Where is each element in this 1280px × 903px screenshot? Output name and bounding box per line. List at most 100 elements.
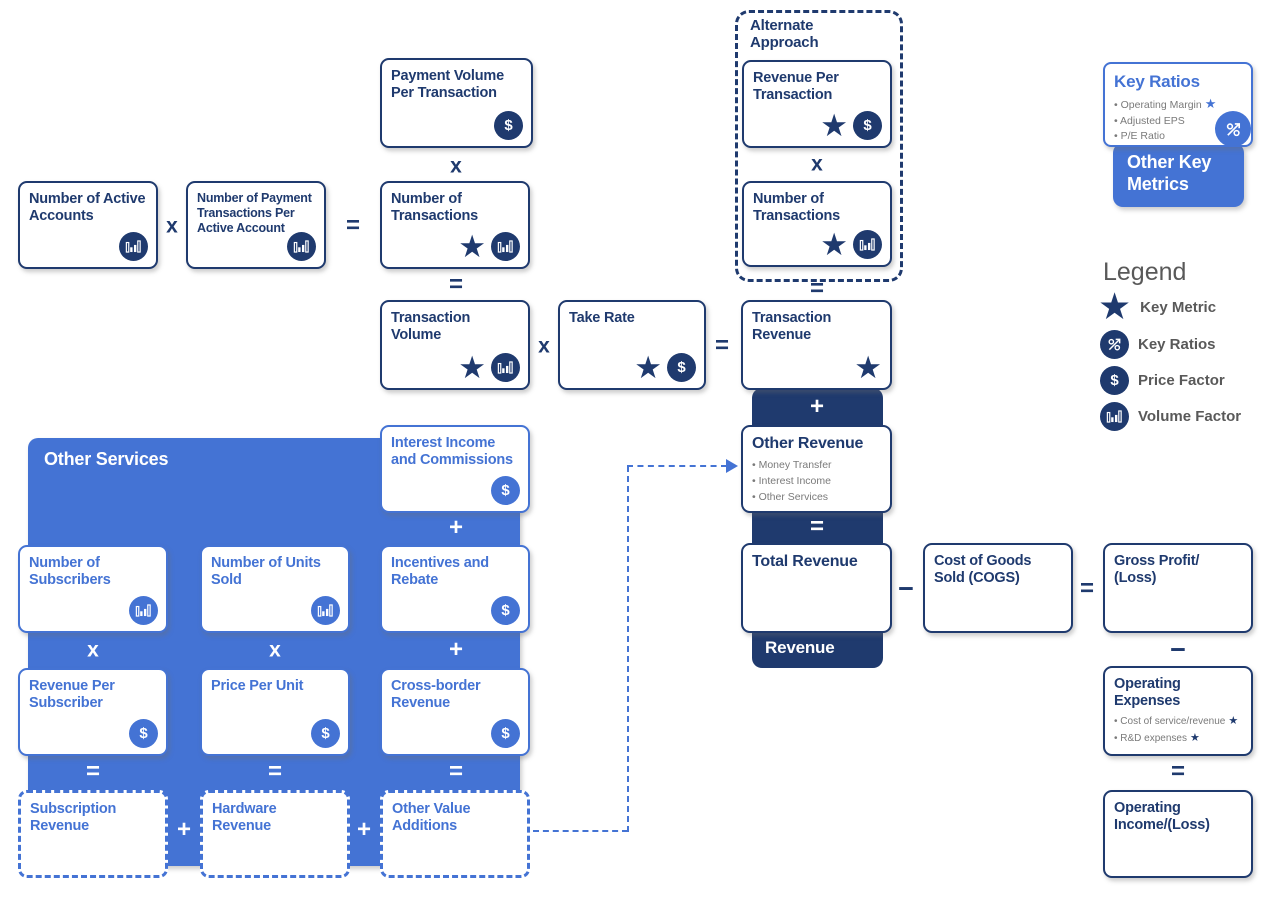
revenue-per-subscriber-box: Revenue Per Subscriber $: [18, 668, 168, 756]
box-title: Payment Volume Per Transaction: [391, 68, 504, 102]
cogs-box: Cost of Goods Sold (COGS): [923, 543, 1073, 633]
price-factor-icon: $: [491, 476, 520, 505]
other-revenue-bullet: Other Services: [752, 489, 881, 505]
price-factor-icon: $: [667, 353, 696, 382]
legend-item-price-factor: $ Price Factor: [1100, 362, 1225, 398]
subscription-revenue-box: Subscription Revenue: [18, 790, 168, 878]
box-title: Total Revenue: [752, 553, 858, 570]
multiply-operator: x: [269, 638, 281, 662]
key-ratios-bullet: Operating Margin★: [1114, 95, 1242, 114]
other-revenue-box: Other Revenue Money Transfer Interest In…: [741, 425, 892, 513]
key-metric-star-icon: ★: [820, 226, 848, 262]
other-services-title: Other Services: [44, 449, 169, 469]
operating-expenses-bullet: Cost of service/revenue★: [1114, 713, 1242, 730]
revenue-band-label: Revenue: [765, 638, 835, 657]
box-title: Number of Units Sold: [211, 555, 321, 589]
equals-operator: =: [1170, 758, 1186, 785]
volume-factor-icon: [1100, 401, 1129, 431]
box-title: Hardware Revenue: [212, 801, 277, 835]
connector-top-segment: [627, 465, 727, 467]
price-factor-icon: $: [494, 111, 523, 140]
alternate-approach-container: [735, 10, 903, 282]
key-metric-star-icon: ★: [1228, 715, 1239, 728]
box-title: Cross-border Revenue: [391, 678, 481, 712]
key-ratios-percent-icon: [1215, 111, 1251, 147]
connector-arrowhead-icon: [726, 459, 738, 473]
box-title: Transaction Volume: [391, 310, 471, 344]
multiply-operator: x: [87, 638, 99, 662]
price-factor-icon: $: [491, 719, 520, 748]
price-factor-icon: $: [129, 719, 158, 748]
equals-operator: =: [448, 271, 464, 298]
equals-operator: =: [448, 758, 464, 785]
legend-item-key-ratios: Key Ratios: [1100, 326, 1216, 362]
gross-profit-box: Gross Profit/ (Loss): [1103, 543, 1253, 633]
equals-operator: =: [1079, 575, 1095, 602]
legend-item-key-metric: ★ Key Metric: [1098, 286, 1217, 328]
price-factor-icon: $: [311, 719, 340, 748]
number-of-units-sold-box: Number of Units Sold: [200, 545, 350, 633]
box-title: Other Value Additions: [392, 801, 471, 835]
alternate-approach-label: Alternate Approach: [750, 17, 819, 51]
box-title: Number of Subscribers: [29, 555, 111, 589]
equals-operator: =: [809, 275, 825, 302]
volume-factor-icon: [287, 232, 316, 261]
other-value-additions-box: Other Value Additions: [380, 790, 530, 878]
alt-number-of-transactions-box: Number of Transactions ★: [742, 181, 892, 267]
multiply-operator: x: [811, 152, 823, 176]
other-key-metrics-panel: [1113, 143, 1244, 207]
transactions-per-active-account-box: Number of Payment Transactions Per Activ…: [186, 181, 326, 269]
multiply-operator: x: [166, 214, 178, 238]
legend-item-volume-factor: Volume Factor: [1100, 398, 1241, 434]
equals-operator: =: [85, 758, 101, 785]
number-of-active-accounts-box: Number of Active Accounts: [18, 181, 158, 269]
plus-operator: +: [448, 514, 464, 541]
box-title: Price Per Unit: [211, 678, 304, 694]
key-ratios-bullet: P/E Ratio: [1114, 129, 1242, 144]
key-metric-star-icon: ★: [1189, 731, 1200, 744]
box-title: Number of Active Accounts: [29, 191, 146, 225]
box-title: Interest Income and Commissions: [391, 435, 513, 469]
multiply-operator: x: [450, 154, 462, 178]
key-metric-star-icon: ★: [458, 228, 486, 264]
connector-vertical-segment: [627, 466, 629, 832]
box-title: Transaction Revenue: [752, 310, 832, 344]
price-factor-icon: $: [491, 596, 520, 625]
box-title: Number of Transactions: [753, 191, 841, 225]
transaction-revenue-box: Transaction Revenue ★: [741, 300, 892, 390]
operating-expenses-bullet: R&D expenses★: [1114, 730, 1242, 747]
volume-factor-icon: [491, 232, 520, 261]
plus-operator: +: [356, 816, 372, 843]
box-title: Incentives and Rebate: [391, 555, 489, 589]
other-revenue-bullet: Money Transfer: [752, 457, 881, 473]
operating-income-box: Operating Income/(Loss): [1103, 790, 1253, 878]
plus-operator: +: [176, 816, 192, 843]
box-title: Number of Payment Transactions Per Activ…: [197, 191, 312, 235]
key-metric-star-icon: ★: [634, 349, 662, 385]
box-title: Cost of Goods Sold (COGS): [934, 553, 1032, 587]
minus-operator: −: [898, 573, 914, 604]
box-title: Operating Expenses: [1114, 676, 1181, 710]
equals-operator: =: [714, 332, 730, 359]
other-revenue-bullet: Interest Income: [752, 473, 881, 489]
volume-factor-icon: [491, 353, 520, 382]
minus-operator: −: [1170, 634, 1186, 665]
plus-operator: +: [448, 636, 464, 663]
volume-factor-icon: [853, 230, 882, 259]
payment-volume-per-transaction-box: Payment Volume Per Transaction $: [380, 58, 533, 148]
box-title: Gross Profit/ (Loss): [1114, 553, 1200, 587]
key-metric-star-icon: ★: [1204, 96, 1217, 112]
volume-factor-icon: [129, 596, 158, 625]
volume-factor-icon: [311, 596, 340, 625]
number-of-transactions-box: Number of Transactions ★: [380, 181, 530, 269]
equals-operator: =: [809, 513, 825, 540]
volume-factor-icon: [119, 232, 148, 261]
box-title: Subscription Revenue: [30, 801, 117, 835]
other-key-metrics-label: Other Key Metrics: [1127, 152, 1212, 194]
multiply-operator: x: [538, 334, 550, 358]
cross-border-revenue-box: Cross-border Revenue $: [380, 668, 530, 756]
key-metric-star-icon: ★: [458, 349, 486, 385]
box-title: Other Revenue: [752, 435, 864, 452]
hardware-revenue-box: Hardware Revenue: [200, 790, 350, 878]
